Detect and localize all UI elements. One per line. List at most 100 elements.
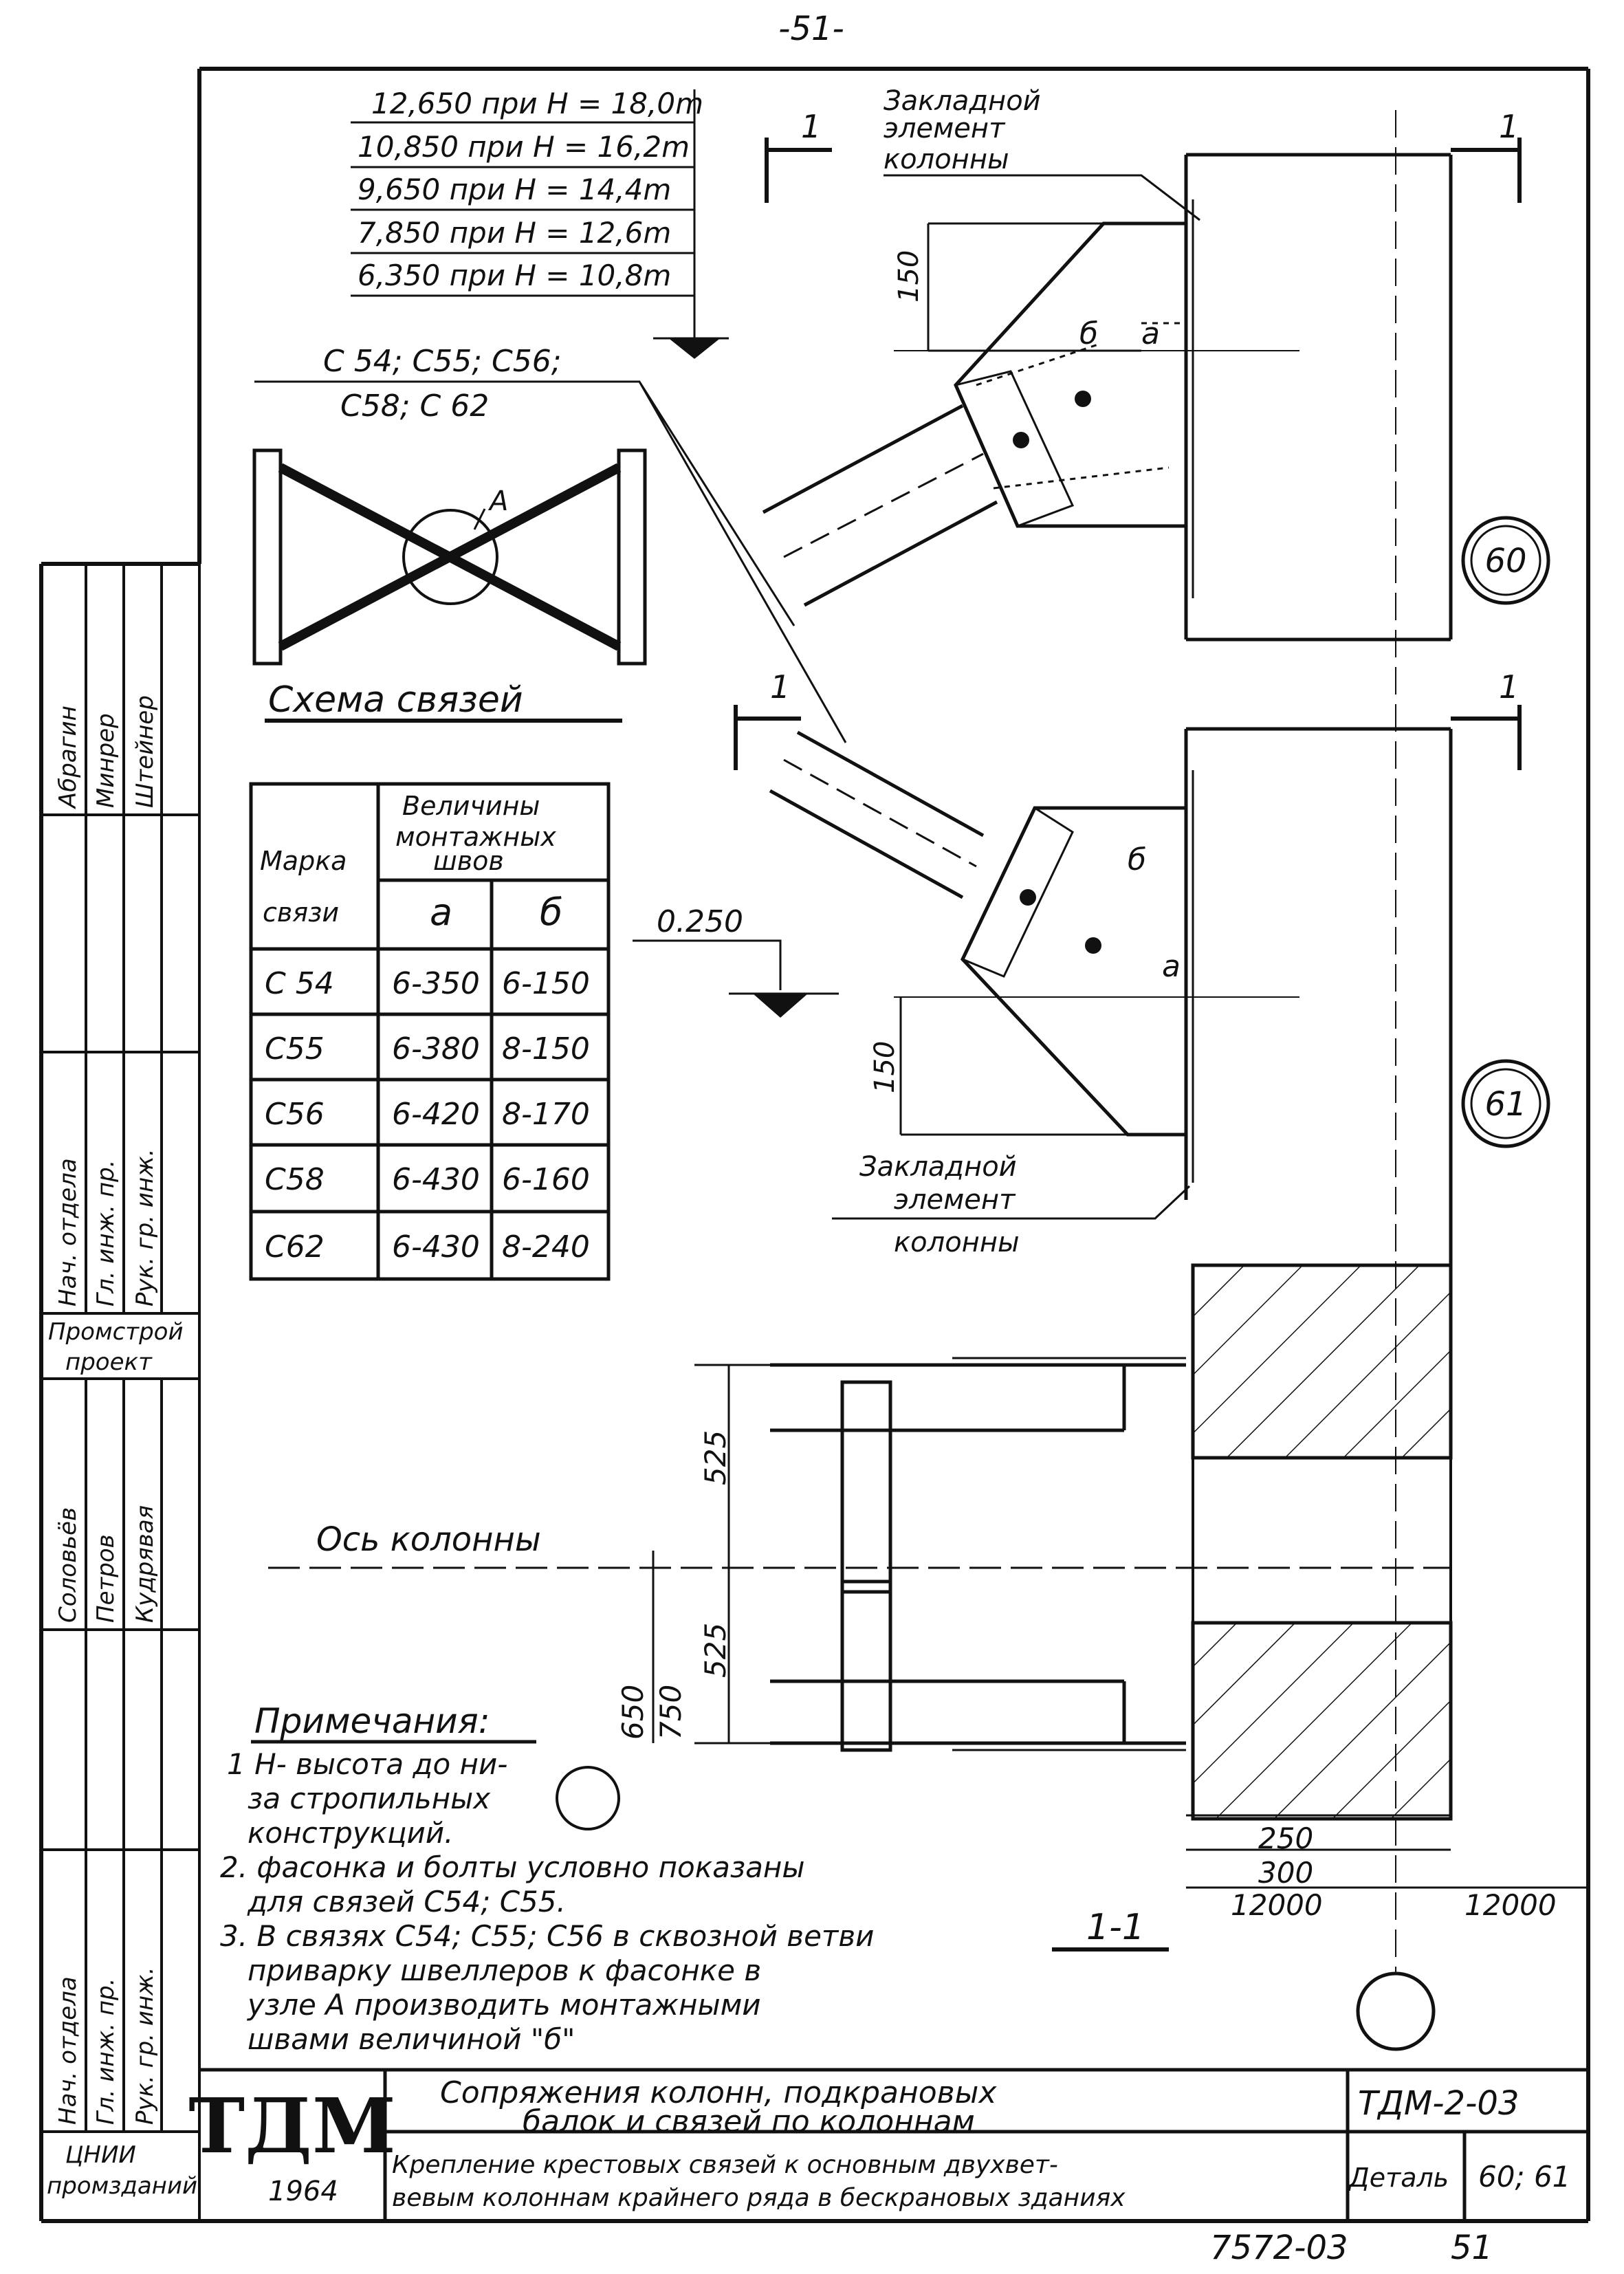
dimension-150-bottom: 150 — [869, 1041, 901, 1093]
weld-table: Марка связи Величины монтажных швов a б … — [249, 782, 611, 1281]
bolt-icon — [1085, 937, 1101, 954]
notes-block: Примечания: 1 H- высота до ни- за стропи… — [220, 1701, 874, 2056]
svg-text:Марка: Марка — [260, 846, 347, 876]
lower-brace-node — [769, 730, 1299, 1137]
title-block — [199, 2068, 1588, 2221]
brace-marks-callout: C 54; C55; C56; C58; C 62 — [254, 344, 847, 743]
svg-text:Закладной: Закладной — [884, 85, 1041, 117]
svg-text:узле A производить монтажными: узле A производить монтажными — [246, 1988, 761, 2022]
tdm-logo: ТДМ — [188, 2081, 395, 2170]
sheet-frame — [39, 67, 1590, 2223]
table-cell: C58 — [265, 1162, 325, 1197]
svg-text:Гл. инж. пр.: Гл. инж. пр. — [92, 1160, 120, 1307]
svg-text:б: б — [540, 890, 562, 934]
dimension-525-top: 525 — [699, 1430, 732, 1485]
svg-text:связи: связи — [263, 897, 339, 928]
section-number: 1 — [801, 108, 821, 145]
svg-text:монтажных: монтажных — [395, 822, 556, 852]
elevation-list: 12,650 при H = 18,0m 10,850 при H = 16,2… — [351, 87, 729, 359]
bolt-icon — [1020, 889, 1036, 906]
svg-text:Петров: Петров — [92, 1534, 120, 1623]
dimension-150-top: 150 — [893, 250, 925, 303]
dimension-525-bottom: 525 — [699, 1623, 732, 1678]
section-cut-marks — [734, 138, 1522, 770]
table-cell: 8-170 — [502, 1097, 590, 1132]
elevation-level: 12,650 при H = 18,0m — [371, 87, 703, 120]
svg-text:Абрагин: Абрагин — [54, 706, 82, 809]
dimension-300: 300 — [1258, 1856, 1313, 1890]
scheme-node-label: A — [487, 485, 508, 517]
svg-text:Штейнер: Штейнер — [131, 695, 159, 808]
axis-marker-61: 61 — [1461, 1059, 1550, 1148]
detail-label: Деталь — [1348, 2163, 1449, 2193]
table-cell: 6-430 — [392, 1162, 480, 1197]
column-axis-label: Ось колонны — [316, 1520, 541, 1559]
title-line: Сопряжения колонн, подкрановых — [440, 2075, 997, 2110]
svg-text:Нач. отдела: Нач. отдела — [54, 1158, 82, 1307]
svg-text:элемент: элемент — [884, 113, 1006, 144]
bolt-icon — [1013, 432, 1029, 448]
elevation-level: 10,850 при H = 16,2m — [358, 130, 690, 164]
bolt-icon — [1075, 391, 1091, 407]
svg-text:1 H- высота до ни-: 1 H- высота до ни- — [227, 1747, 507, 1781]
svg-text:проект: проект — [65, 1348, 153, 1376]
table-cell: C56 — [265, 1097, 325, 1132]
section-number: 1 — [770, 668, 790, 706]
weld-a-label: a — [1141, 316, 1160, 351]
embedded-element-callout-top: Закладной элемент колонны — [884, 85, 1200, 221]
axis-marker-60: 60 — [1461, 516, 1550, 605]
svg-text:приварку швеллеров к фасонке в: приварку швеллеров к фасонке в — [248, 1954, 761, 1987]
axis-bubble-notes — [556, 1766, 620, 1830]
svg-text:C58; C 62: C58; C 62 — [340, 389, 489, 424]
section-number: 1 — [1499, 108, 1519, 145]
dimension-12000-b: 12000 — [1464, 1888, 1557, 1922]
svg-text:конструкций.: конструкций. — [248, 1816, 454, 1850]
detail-value: 60; 61 — [1478, 2160, 1570, 2194]
embedded-element-callout-bottom: Закладной элемент колонны — [832, 1151, 1191, 1258]
table-cell: 6-430 — [392, 1229, 480, 1265]
dimension-12000-a: 12000 — [1231, 1888, 1323, 1922]
notes-title: Примечания: — [254, 1701, 490, 1741]
svg-text:3. В связях C54; C55; C56 в ск: 3. В связях C54; C55; C56 в сквозной вет… — [220, 1919, 874, 1953]
table-cell: 8-150 — [502, 1031, 590, 1067]
table-cell: 6-160 — [502, 1162, 590, 1197]
svg-text:60: 60 — [1484, 542, 1526, 580]
weld-lines — [976, 322, 1183, 490]
weld-b-label: б — [1128, 842, 1146, 877]
axis-bubble-bottom — [1356, 1971, 1436, 2051]
elevation-level: 6,350 при H = 10,8m — [358, 259, 671, 292]
elevation-level: 7,850 при H = 12,6m — [358, 216, 671, 250]
subtitle-line: Крепление крестовых связей к основным дв… — [392, 2151, 1058, 2179]
svg-text:2. фасонка и болты условно пок: 2. фасонка и болты условно показаны — [220, 1850, 805, 1884]
svg-text:швами величиной "б": швами величиной "б" — [248, 2022, 575, 2056]
svg-text:ЦНИИ: ЦНИИ — [65, 2141, 136, 2169]
svg-text:для связей C54; C55.: для связей C54; C55. — [247, 1885, 566, 1918]
scheme-title: Схема связей — [268, 679, 523, 721]
title-line: балок и связей по колоннам — [523, 2104, 975, 2139]
svg-text:61: 61 — [1484, 1085, 1526, 1124]
svg-text:колонны: колонны — [894, 1227, 1020, 1258]
dimension-250: 250 — [1258, 1822, 1313, 1855]
table-cell: 6-150 — [502, 966, 590, 1001]
table-cell: 6-380 — [392, 1031, 480, 1067]
svg-text:Величины: Величины — [402, 791, 540, 821]
elevation-mark-0250: 0.250 — [633, 904, 839, 1018]
table-cell: 8-240 — [502, 1229, 590, 1265]
subtitle-line: вевым колоннам крайнего ряда в бескранов… — [392, 2184, 1126, 2212]
svg-text:Соловьёв: Соловьёв — [54, 1507, 82, 1623]
svg-text:Закладной: Закладной — [859, 1151, 1017, 1183]
section-label: 1-1 — [1086, 1907, 1145, 1948]
svg-text:промзданий: промзданий — [47, 2172, 197, 2200]
title-year: 1964 — [268, 2176, 338, 2207]
elevation-level: 9,650 при H = 14,4m — [358, 173, 671, 206]
dimension-650: 650 — [616, 1685, 650, 1740]
svg-text:швов: швов — [433, 846, 504, 876]
svg-text:a: a — [430, 890, 452, 934]
dimension-750: 750 — [654, 1685, 688, 1740]
svg-text:0.250: 0.250 — [657, 904, 743, 939]
table-cell: 6-350 — [392, 966, 480, 1001]
table-cell: 6-420 — [392, 1097, 480, 1132]
section-number: 1 — [1499, 668, 1519, 706]
svg-text:Гл. инж. пр.: Гл. инж. пр. — [92, 1978, 120, 2125]
